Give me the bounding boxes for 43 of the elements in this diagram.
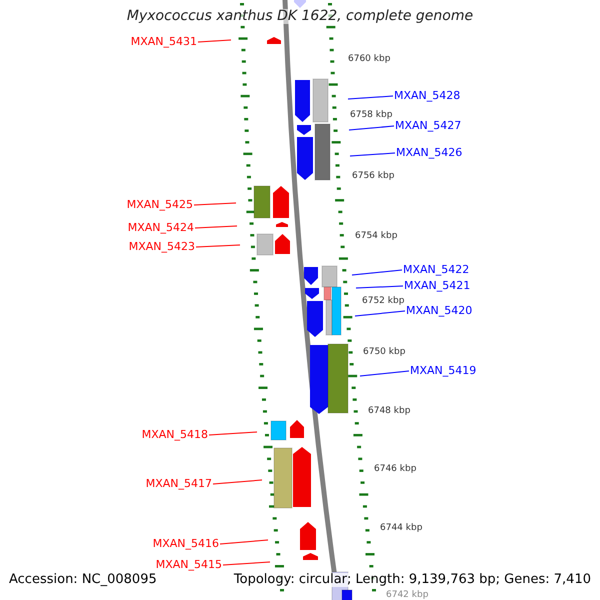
- gene-label: MXAN_5431: [130, 36, 197, 48]
- leader-line: [212, 480, 262, 485]
- leader-line: [194, 226, 238, 229]
- tick-label: 6752 kbp: [362, 297, 404, 307]
- gene-label: MXAN_5428: [394, 90, 460, 102]
- gene-label: MXAN_5419: [410, 365, 476, 378]
- leader-line: [198, 40, 232, 43]
- leader-line: [220, 540, 268, 545]
- leader-line: [360, 370, 410, 376]
- gene-label: MXAN_5418: [142, 429, 208, 442]
- tick-label: 6744 kbp: [380, 524, 422, 534]
- tick-label: 6750 kbp: [363, 348, 406, 358]
- gene-label: MXAN_5422: [403, 264, 470, 276]
- leader-line: [352, 270, 402, 276]
- gene-label: MXAN_5426: [396, 147, 462, 160]
- leader-line: [350, 152, 396, 156]
- gene-label: MXAN_5415: [156, 559, 222, 572]
- gene-label: MXAN_5427: [395, 120, 462, 132]
- gene-label: MXAN_5416: [152, 538, 219, 550]
- leader-line: [348, 126, 394, 130]
- tick-label: 6742 kbp: [386, 591, 428, 600]
- gene-label: MXAN_5417: [146, 478, 212, 490]
- tick-label: 6758 kbp: [350, 111, 392, 121]
- gene-label: MXAN_5424: [128, 222, 194, 234]
- leader-line: [222, 562, 270, 566]
- tick-label: 6754 kbp: [355, 232, 398, 242]
- gene-label: MXAN_5423: [128, 241, 195, 254]
- accession-text: Accession: NC_008095: [9, 573, 157, 588]
- leader-line: [208, 432, 258, 436]
- leader-line: [354, 310, 406, 316]
- gene-label: MXAN_5420: [406, 305, 472, 318]
- tick-label: 6756 kbp: [352, 172, 394, 182]
- leader-line: [348, 96, 394, 100]
- leader-line: [196, 244, 240, 248]
- map-title: Myxococcus xanthus DK 1622, complete genome: [126, 9, 474, 24]
- genome-info-text: Topology: circular; Length: 9,139,763 bp; Genes: 7,410: [234, 573, 591, 588]
- gene-label: MXAN_5425: [126, 199, 193, 212]
- leader-line: [194, 202, 236, 206]
- tick-label: 6748 kbp: [368, 407, 410, 417]
- tick-label: 6760 kbp: [348, 55, 390, 65]
- leader-line: [356, 286, 404, 288]
- tick-label: 6746 kbp: [374, 465, 416, 475]
- gene-label: MXAN_5421: [404, 280, 470, 292]
